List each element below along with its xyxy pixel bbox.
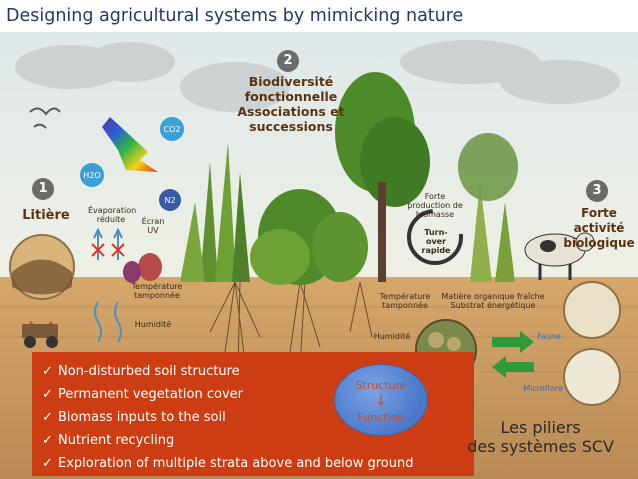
- bullet-text: Permanent vegetation cover: [58, 387, 244, 402]
- label-co2: CO2: [163, 125, 181, 134]
- bullet-text: Nutrient recycling: [58, 433, 175, 448]
- fauna-magnifier: [563, 281, 621, 339]
- label-n2: N2: [164, 196, 176, 205]
- label-faune: Faune: [537, 332, 561, 341]
- label-ecran: Écran UV: [141, 217, 165, 235]
- label-matiere: Matière organique fraîche Substrat énerg…: [441, 292, 545, 310]
- bubble-structure-text: Structure: [355, 379, 407, 392]
- check-icon: ✓: [42, 433, 53, 448]
- piliers-line-1: Les piliers: [500, 418, 581, 437]
- birds: [29, 107, 61, 129]
- list-item: ✓ Permanent vegetation cover: [42, 383, 414, 406]
- clouds: [15, 40, 620, 112]
- step-label-biodiversite: Biodiversité fonctionnelle Associations …: [237, 74, 345, 134]
- bullet-text: Non-disturbed soil structure: [58, 364, 240, 379]
- check-icon: ✓: [42, 387, 53, 402]
- evaporation-arrows: [93, 227, 123, 343]
- principles-panel: ✓ Non-disturbed soil structure ✓ Permanent…: [32, 352, 474, 476]
- piliers-line-2: des systèmes SCV: [467, 437, 614, 456]
- label-production: Forte production de biomasse: [407, 192, 463, 219]
- step-number-1: 1: [32, 178, 54, 200]
- crops: [123, 72, 518, 285]
- list-item: ✓ Exploration of multiple strata above an…: [42, 452, 414, 475]
- exchange-arrows: [492, 331, 534, 378]
- label-h2o: H2O: [83, 171, 101, 180]
- check-icon: ✓: [42, 364, 53, 379]
- sunlight-arrow: [102, 117, 158, 172]
- label-humidite-right: Humidité: [373, 332, 411, 341]
- list-item: ✓ Biomass inputs to the soil: [42, 406, 414, 429]
- turnover-cycle-icon: [407, 209, 463, 265]
- step-label-activite: Forte activité biologique: [563, 206, 635, 250]
- label-temperature-left: Température tamponnée: [131, 282, 183, 300]
- label-evaporation: Évaporation réduite: [88, 206, 137, 224]
- step-number-3: 3: [586, 180, 608, 202]
- label-temperature-right: Température tamponnée: [379, 292, 431, 310]
- label-microflore: Microflore: [523, 384, 563, 393]
- bullet-text: Exploration of multiple strata above and…: [58, 456, 414, 471]
- principles-list: ✓ Non-disturbed soil structure ✓ Permanent…: [42, 360, 414, 475]
- check-icon: ✓: [42, 410, 53, 425]
- list-item: ✓ Nutrient recycling: [42, 429, 414, 452]
- label-humidite-left: Humidité: [134, 320, 172, 329]
- arrow-down-icon: ↓: [375, 393, 387, 409]
- tractor-icon: [22, 324, 58, 348]
- piliers-caption: Les piliers des systèmes SCV: [467, 418, 614, 456]
- check-icon: ✓: [42, 456, 53, 471]
- structure-function-bubble: Structure ↓ Function: [334, 364, 428, 436]
- cow-icon: [524, 232, 595, 280]
- bubble-function-text: Function: [357, 411, 405, 424]
- co2-bubble: [160, 117, 184, 141]
- microflora-magnifier: [563, 348, 621, 406]
- step-number-2: 2: [277, 50, 299, 72]
- label-turnover: Turn-over rapide: [421, 228, 451, 255]
- n2-bubble: [159, 189, 181, 211]
- h2o-bubble: [80, 163, 104, 187]
- bullet-text: Biomass inputs to the soil: [58, 410, 226, 425]
- slide-title: Designing agricultural systems by mimick…: [6, 6, 464, 26]
- list-item: ✓ Non-disturbed soil structure: [42, 360, 414, 383]
- step-label-litiere: Litière: [22, 208, 70, 223]
